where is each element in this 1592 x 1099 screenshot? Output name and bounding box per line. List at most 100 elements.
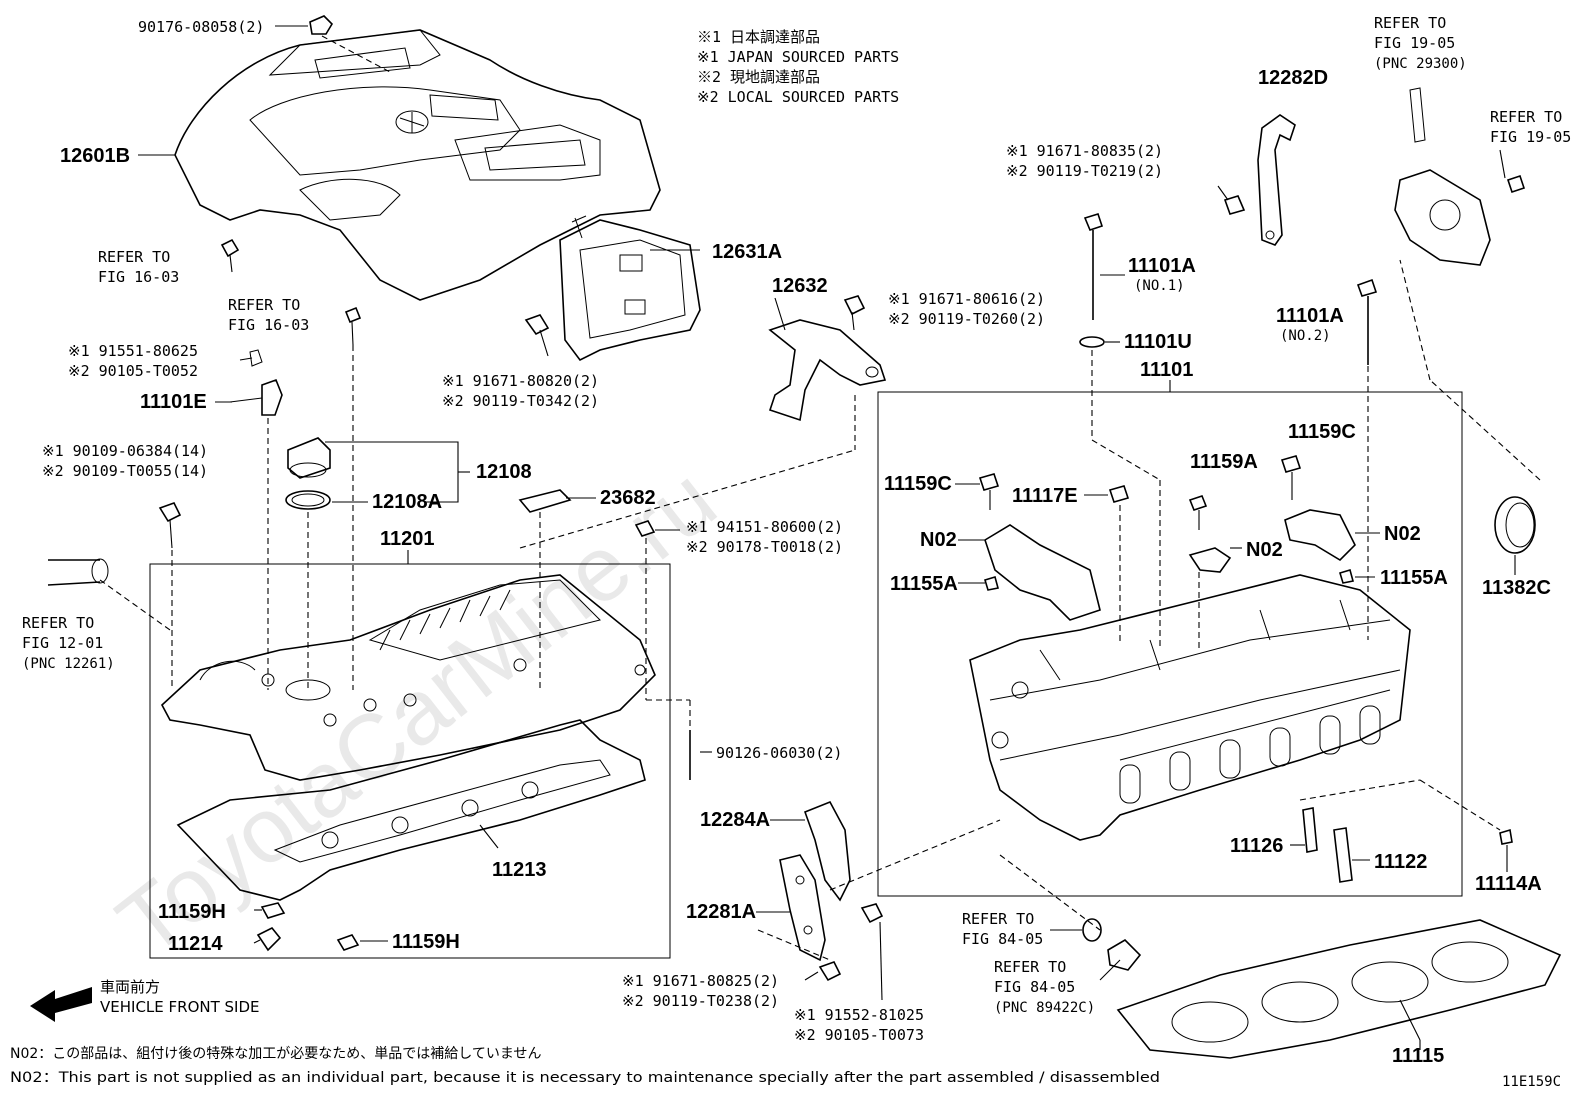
stud-refer-16-03-b [344, 306, 362, 346]
label-refer-12-01-3: (PNC 12261) [22, 656, 115, 672]
washer-11101U [1079, 336, 1105, 348]
bolt-91671-80825 [818, 961, 842, 982]
label-90109-06384: ※1 90109-06384(14) [42, 442, 208, 460]
vehicle-front-arrow-icon [30, 987, 92, 1022]
label-11126: 11126 [1230, 835, 1283, 857]
label-11101U: 11101U [1124, 331, 1192, 353]
bearing-cap-N02-b [1188, 547, 1232, 573]
bolt-90176 [309, 15, 334, 35]
label-12281A: 12281A [686, 901, 756, 923]
label-11101A-no1: 11101A [1128, 255, 1196, 277]
part-11159H-b [336, 934, 360, 951]
label-90176: 90176-08058(2) [138, 18, 264, 36]
seal-11382C [1494, 496, 1536, 554]
hanger-12282D-drawing [1257, 114, 1296, 246]
label-11101E: 11101E [140, 391, 207, 413]
label-N02-b: N02 [1246, 539, 1283, 561]
label-11117E: 11117E [1012, 485, 1078, 507]
washer-refer-84-05 [1082, 918, 1102, 942]
label-90119-T0238: ※2 90119-T0238(2) [622, 992, 779, 1010]
label-11159C-a: 11159C [884, 473, 952, 495]
hose-refer-12-01 [47, 558, 171, 631]
legend-line-1: ※1 日本調達部品 [697, 28, 820, 46]
label-12284A: 12284A [700, 809, 770, 831]
label-refer-84-05-a-1: REFER TO [962, 910, 1034, 928]
label-11114A: 11114A [1475, 873, 1542, 895]
label-11159C-b: 11159C [1288, 421, 1356, 443]
label-11101: 11101 [1140, 359, 1193, 381]
cylinder-head-cover-11201-drawing [161, 574, 656, 781]
oil-filler-cap-12108 [287, 437, 331, 479]
label-refer-16-03-b-2: FIG 16-03 [228, 316, 309, 334]
label-90126: 90126-06030(2) [716, 744, 842, 762]
sensor-refer-84-05 [1107, 938, 1142, 971]
cylinder-head-11101-drawing [969, 574, 1411, 841]
bolt-91671-80820 [524, 314, 550, 357]
label-11115: 11115 [1392, 1045, 1444, 1067]
label-90119-T0260: ※2 90119-T0260(2) [888, 310, 1045, 328]
label-11382C: 11382C [1482, 577, 1551, 599]
label-12108A: 12108A [372, 491, 442, 513]
label-N02-a: N02 [920, 529, 957, 551]
label-refer-16-03-b-1: REFER TO [228, 296, 300, 314]
label-91671-80820: ※1 91671-80820(2) [442, 372, 599, 390]
label-N02-c: N02 [1384, 523, 1421, 545]
gasket-12108A [285, 490, 331, 510]
label-refer-19-05-a-2: FIG 19-05 [1374, 34, 1455, 52]
pin-11155A-a [984, 575, 999, 591]
label-12632: 12632 [772, 275, 828, 297]
label-11201: 11201 [380, 528, 435, 550]
bolt-refer-19-05 [1506, 174, 1526, 194]
label-11101A-no2: 11101A [1276, 305, 1344, 327]
bolt-11159A [1188, 495, 1208, 530]
box-11101 [877, 391, 1463, 897]
label-11159H-b: 11159H [392, 931, 460, 953]
label-refer-84-05-b-3: (PNC 89422C) [994, 1000, 1095, 1016]
legend-line-2: ※1 JAPAN SOURCED PARTS [697, 48, 899, 66]
bolt-90109 [158, 502, 182, 549]
bracket-12281A-drawing [779, 854, 826, 962]
sleeve-11126 [1302, 807, 1318, 853]
head-cover-gasket-11213-drawing [176, 719, 646, 901]
part-23682 [518, 489, 572, 513]
bracket-12631A-drawing [559, 215, 701, 362]
stud-refer-16-03-a [220, 238, 240, 273]
label-91552: ※1 91552-81025 [794, 1006, 924, 1024]
vehicle-front-jp: 車両前方 [100, 978, 160, 996]
bolt-91552 [860, 903, 884, 1001]
label-12282D: 12282D [1258, 67, 1328, 89]
label-12108: 12108 [476, 461, 532, 483]
label-91671-80616: ※1 91671-80616(2) [888, 290, 1045, 308]
bracket-12284A-drawing [803, 800, 851, 902]
bracket-12632-drawing [768, 319, 887, 422]
label-refer-84-05-b-2: FIG 84-05 [994, 978, 1075, 996]
label-11214: 11214 [168, 933, 223, 955]
leader-lines [138, 25, 1516, 1050]
sensor-11101E [229, 349, 283, 416]
label-refer-16-03-a-1: REFER TO [98, 248, 170, 266]
label-90109-T0055: ※2 90109-T0055(14) [42, 462, 208, 480]
label-refer-19-05-b-2: FIG 19-05 [1490, 128, 1571, 146]
label-11101A-no1-sub: (NO.1) [1134, 278, 1185, 294]
legend-line-3: ※2 現地調達部品 [697, 68, 820, 86]
label-refer-19-05-a-3: (PNC 29300) [1374, 56, 1467, 72]
label-12631A: 12631A [712, 241, 782, 263]
label-11213: 11213 [492, 859, 547, 881]
bearing-cap-N02-c [1284, 509, 1356, 562]
plug-11117E [1108, 485, 1130, 503]
label-23682: 23682 [600, 487, 656, 509]
note-N02-jp: N02：この部品は、組付け後の特殊な加工が必要なため、単品では補給していません [10, 1046, 541, 1062]
legend-line-4: ※2 LOCAL SOURCED PARTS [697, 88, 899, 106]
label-refer-84-05-a-2: FIG 84-05 [962, 930, 1043, 948]
label-91671-80825: ※1 91671-80825(2) [622, 972, 779, 990]
label-11155A-a: 11155A [890, 573, 958, 595]
head-bolt-11101A-no1 [1083, 213, 1104, 320]
label-11155A-b: 11155A [1380, 567, 1448, 589]
label-11101A-no2-sub: (NO.2) [1280, 328, 1331, 344]
bolt-91671-80835 [1223, 195, 1246, 215]
label-90178: ※2 90178-T0018(2) [686, 538, 843, 556]
diagram-code: 11E159C [1502, 1074, 1561, 1090]
note-N02-en: N02：This part is not supplied as an indi… [10, 1070, 1160, 1086]
label-refer-16-03-a-2: FIG 16-03 [98, 268, 179, 286]
